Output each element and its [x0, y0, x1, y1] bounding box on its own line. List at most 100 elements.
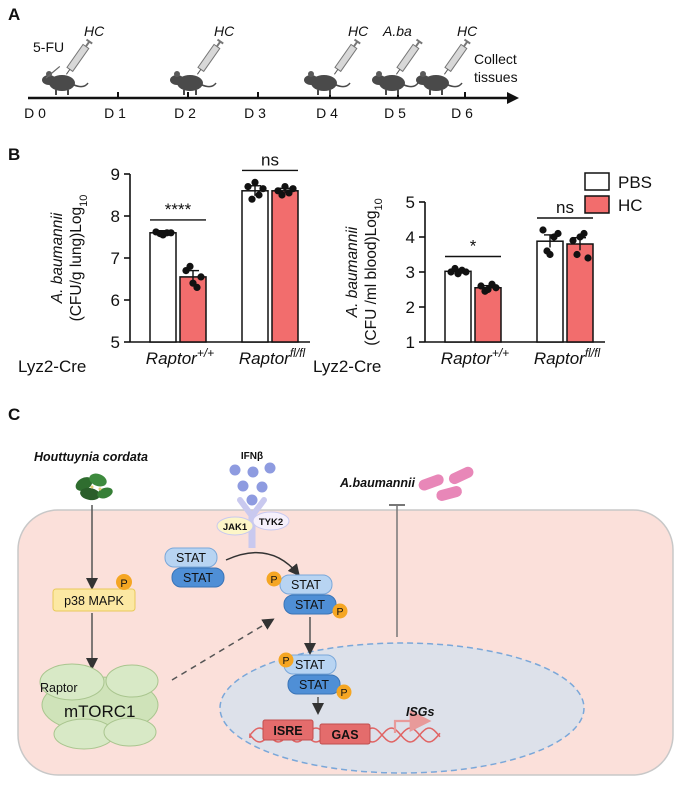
- data-point: [546, 250, 554, 259]
- y-label-species: A. baumannii: [49, 212, 66, 304]
- bar-hc: [474, 287, 502, 343]
- label-hc-d6: HC: [457, 23, 478, 39]
- isre-box: [262, 719, 314, 741]
- y-tick-label: 4: [406, 228, 415, 247]
- panel-letter-b: B: [8, 145, 20, 164]
- timeline-arrow: [507, 92, 519, 104]
- stat-p-nuc-2: [287, 674, 341, 695]
- day-label: D 0: [24, 105, 46, 121]
- phospho-4-label: P: [340, 687, 347, 699]
- panel-letter-a: A: [8, 5, 20, 24]
- y-tick-label: 1: [406, 333, 415, 352]
- legend-label-pbs: PBS: [618, 173, 652, 192]
- bar-pbs: [444, 270, 472, 343]
- data-point: [186, 262, 194, 270]
- day-label: D 5: [384, 105, 406, 121]
- data-point: [248, 195, 256, 203]
- group-label: Raptor+/+: [441, 346, 509, 368]
- bar-hc: [179, 276, 207, 343]
- y-tick-label: 8: [111, 207, 120, 226]
- phospho-1-label: P: [270, 574, 277, 586]
- phospho-2-label: P: [336, 606, 343, 618]
- mouse-icon: [416, 71, 463, 95]
- data-point: [539, 226, 547, 234]
- row-label-lyz2cre: Lyz2-Cre: [18, 357, 86, 376]
- phospho-icon-2: [332, 603, 348, 619]
- data-point: [573, 250, 581, 259]
- bar-pbs: [241, 190, 269, 343]
- collect-line1: Collect: [474, 51, 517, 67]
- p38-mapk-box: [52, 588, 136, 612]
- label-hc-d4: HC: [348, 23, 369, 39]
- day-label: D 6: [451, 105, 473, 121]
- data-point: [278, 191, 286, 199]
- stat-p-nuc-1-label: STAT: [295, 658, 325, 672]
- data-point: [580, 229, 588, 238]
- y-tick-label: 7: [111, 249, 120, 268]
- mouse-icon: [304, 71, 351, 95]
- data-point: [259, 185, 267, 193]
- sig-label: *: [470, 237, 477, 256]
- label-aba: A.ba: [382, 23, 412, 39]
- syringe-icon: [334, 38, 361, 75]
- legend: PBS HC: [584, 172, 652, 215]
- bar-hc: [271, 190, 299, 343]
- arrow-stat-phospho: [225, 551, 300, 577]
- label-hc-d0: HC: [84, 23, 105, 39]
- stat-p-nuc-2-label: STAT: [299, 678, 329, 692]
- day-label: D 3: [244, 105, 266, 121]
- panel-letter-c: C: [8, 405, 20, 424]
- group-label: Raptor+/+: [146, 346, 214, 368]
- legend-swatch-hc: [584, 195, 610, 214]
- tyk2-icon: [252, 511, 290, 531]
- label-hc-d2: HC: [214, 23, 235, 39]
- day-label: D 4: [316, 105, 338, 121]
- stat-p-cyto-2: [283, 594, 337, 615]
- y-label-species: A. baumannii: [344, 226, 361, 318]
- p38-phospho-icon: [116, 574, 132, 590]
- row-label-lyz2cre: Lyz2-Cre: [313, 357, 381, 376]
- arrow-mtorc1-to-stat: [171, 618, 275, 681]
- raptor-label: Raptor: [40, 681, 78, 695]
- isre-label: ISRE: [273, 724, 302, 738]
- label-5fu: 5-FU: [33, 39, 64, 55]
- day-label: D 1: [104, 105, 126, 121]
- stat-inactive-1: [164, 547, 218, 568]
- p38-mapk-label: p38 MAPK: [64, 594, 124, 608]
- bacteria-icon: [418, 466, 474, 501]
- data-point: [484, 285, 492, 294]
- y-tick-label: 6: [111, 291, 120, 310]
- y-tick-label: 5: [111, 333, 120, 352]
- data-point: [554, 229, 562, 238]
- data-point: [462, 268, 470, 276]
- mtorc1-label: mTORC1: [64, 702, 135, 721]
- legend-label-hc: HC: [618, 196, 643, 215]
- collect-line2: tissues: [474, 69, 518, 85]
- data-point: [197, 273, 205, 281]
- syringe-icon: [444, 38, 471, 75]
- day-label: D 2: [174, 105, 196, 121]
- bar-pbs: [149, 232, 177, 343]
- stat-inactive-1-label: STAT: [176, 551, 206, 565]
- isgs-label: ISGs: [406, 705, 435, 719]
- syringes: [45, 38, 471, 79]
- mice: [42, 71, 463, 95]
- stat-inactive-2: [171, 567, 225, 588]
- jak1-icon: [216, 516, 254, 536]
- day-labels: D 0 D 1 D 2 D 3 D 4 D 5 D 6: [24, 105, 473, 121]
- abaumannii-label: A.baumannii: [339, 476, 416, 490]
- syringe-5fu-icon: [45, 65, 61, 79]
- data-point: [244, 183, 252, 191]
- y-tick-label: 2: [406, 298, 415, 317]
- data-point: [255, 191, 263, 199]
- houttuynia-label: Houttuynia cordata: [34, 450, 148, 464]
- group-label: Raptorfl/fl: [534, 346, 601, 368]
- data-point: [281, 183, 289, 191]
- data-point: [451, 264, 459, 273]
- phospho-icon-4: [336, 684, 352, 700]
- nucleus: [219, 642, 585, 774]
- syringe-icon: [396, 38, 423, 75]
